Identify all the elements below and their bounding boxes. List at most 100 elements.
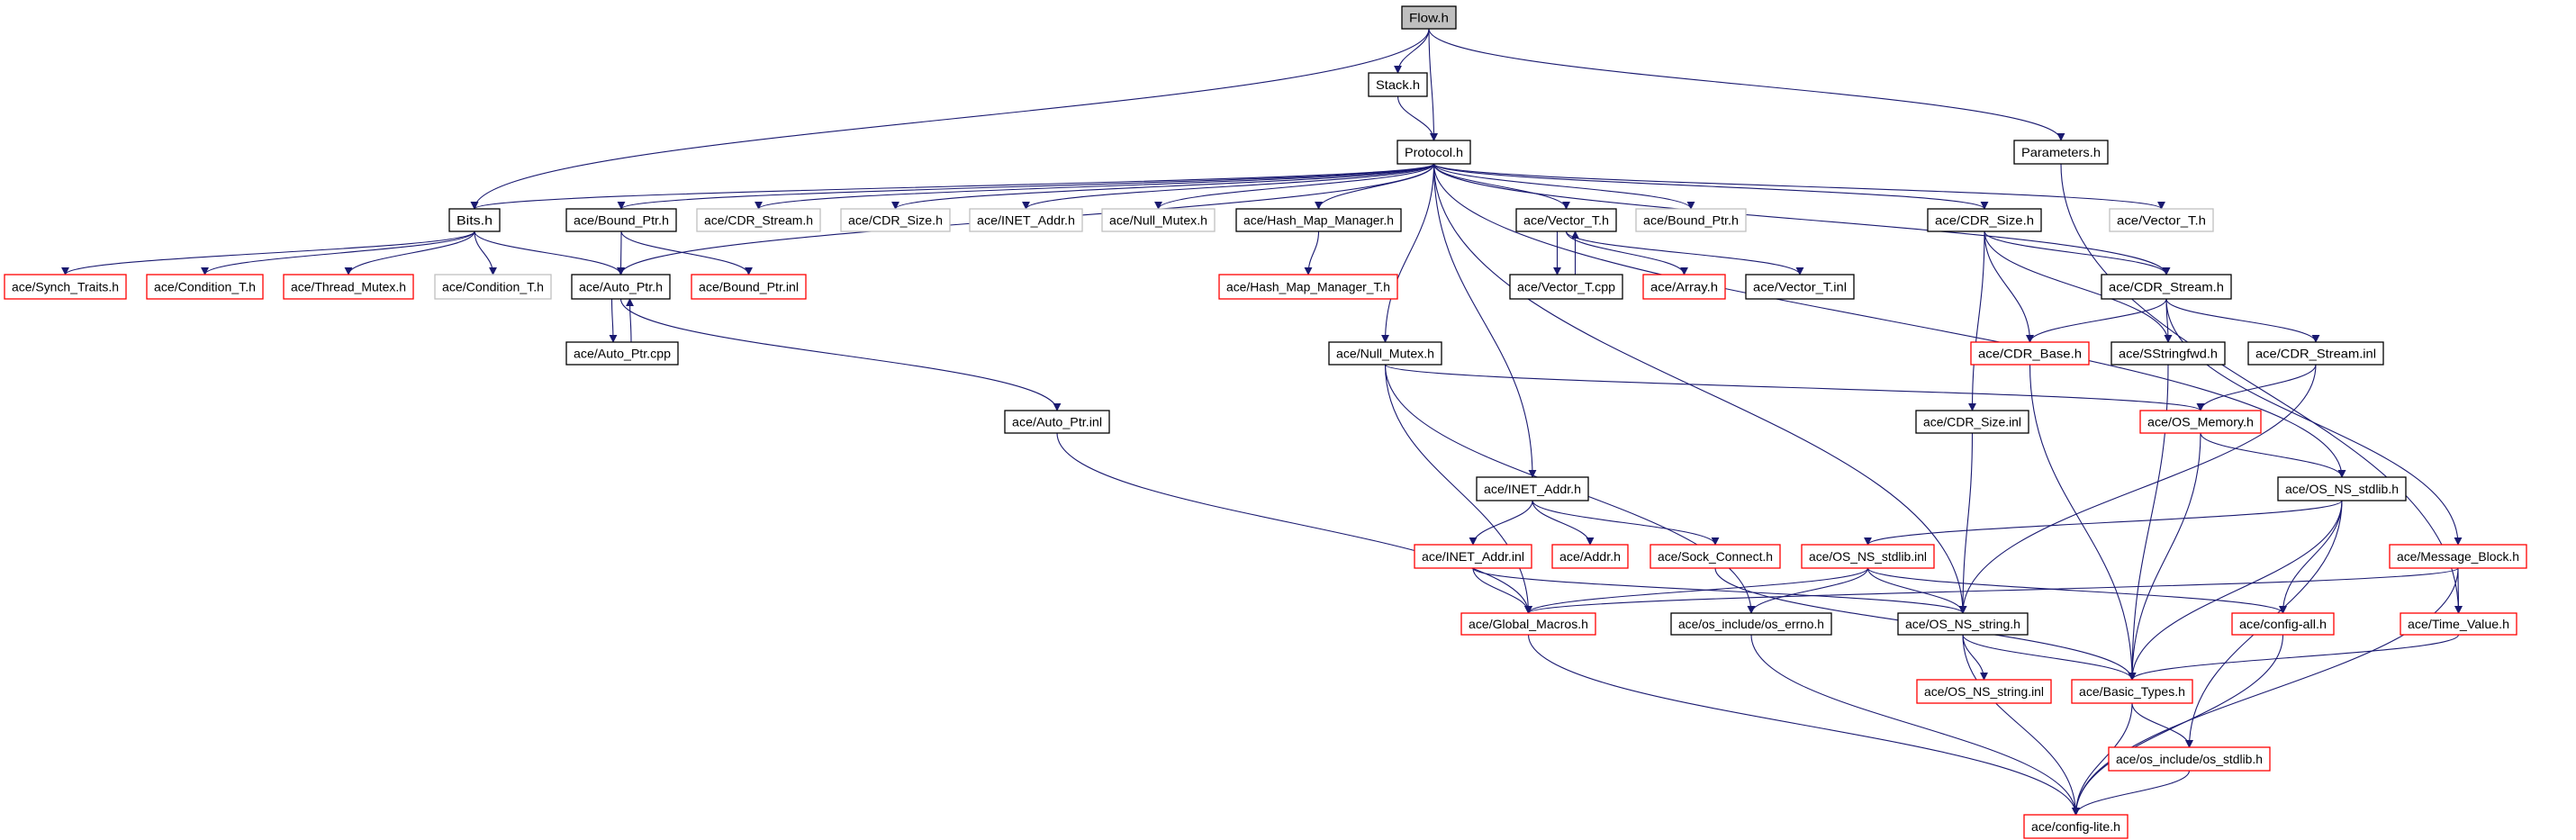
node-bits-h[interactable]: Bits.h: [448, 208, 501, 232]
edge-protocol-to-null_mutex: [1381, 163, 1435, 343]
edge-auto_ptr-to-auto_cpp: [609, 298, 618, 343]
node-box: [2247, 341, 2384, 366]
node-box: [571, 274, 671, 300]
node-ace-global-macros-h[interactable]: ace/Global_Macros.h: [1460, 612, 1596, 636]
node-ace-null-mutex-h-external[interactable]: ace/Null_Mutex.h: [1101, 208, 1216, 232]
node-ace-vector-t-h-external[interactable]: ace/Vector_T.h: [2109, 208, 2214, 232]
edge-hash_map-to-hash_t: [1304, 230, 1320, 275]
node-ace-condition-t-h[interactable]: ace/Condition_T.h: [146, 274, 264, 300]
node-ace-inet-addr-inl[interactable]: ace/INET_Addr.inl: [1414, 544, 1532, 569]
node-ace-os-include-os-errno-h[interactable]: ace/os_include/os_errno.h: [1670, 612, 1832, 636]
node-ace-time-value-h[interactable]: ace/Time_Value.h: [2400, 612, 2517, 636]
node-label: ace/CDR_Stream.h: [2109, 280, 2224, 294]
node-ace-hash-map-manager-h[interactable]: ace/Hash_Map_Manager.h: [1235, 208, 1402, 232]
node-ace-cdr-stream-h-external[interactable]: ace/CDR_Stream.h: [696, 208, 821, 232]
node-ace-sock-connect-h[interactable]: ace/Sock_Connect.h: [1650, 544, 1781, 569]
node-ace-vector-t-h[interactable]: ace/Vector_T.h: [1515, 208, 1617, 232]
node-ace-os-ns-stdlib-inl[interactable]: ace/OS_NS_stdlib.inl: [1801, 544, 1935, 569]
node-ace-condition-t-h-external[interactable]: ace/Condition_T.h: [434, 274, 552, 300]
node-ace-config-lite-h[interactable]: ace/config-lite.h: [2023, 814, 2129, 839]
node-label: Bits.h: [456, 213, 493, 228]
node-label: ace/OS_NS_stdlib.inl: [1809, 549, 1927, 564]
node-ace-inet-addr-h-external[interactable]: ace/INET_Addr.h: [969, 208, 1083, 232]
edge-os_string-to-basic: [1962, 634, 2137, 681]
edge-flow-to-params: [1428, 28, 2065, 141]
edge-time_value-to-basic: [2128, 634, 2460, 681]
node-label: ace/INET_Addr.inl: [1422, 549, 1524, 564]
edge-bound_ptr_h-to-bound_inl: [620, 230, 753, 275]
node-ace-message-block-h[interactable]: ace/Message_Block.h: [2389, 544, 2527, 569]
edge-cdr_size-to-cdr_stream: [1984, 230, 2171, 275]
node-label: ace/Bound_Ptr.h: [574, 213, 669, 228]
edge-cdr_size-to-sstringfwd: [1984, 230, 2173, 343]
node-ace-vector-t-inl[interactable]: ace/Vector_T.inl: [1745, 274, 1855, 300]
node-ace-cdr-size-h[interactable]: ace/CDR_Size.h: [1927, 208, 2042, 232]
node-box: [2013, 140, 2109, 165]
edge-cdr_stream-to-cdr_base: [2026, 298, 2167, 343]
node-ace-config-all-h[interactable]: ace/config-all.h: [2231, 612, 2335, 636]
node-protocol-h[interactable]: Protocol.h: [1396, 140, 1471, 165]
node-ace-auto-ptr-cpp[interactable]: ace/Auto_Ptr.cpp: [565, 341, 679, 366]
node-label: ace/config-all.h: [2239, 617, 2327, 631]
edge-protocol-to-cdr_stream: [1433, 163, 2171, 275]
node-ace-cdr-base-h[interactable]: ace/CDR_Base.h: [1970, 341, 2090, 366]
node-ace-vector-t-cpp[interactable]: ace/Vector_T.cpp: [1509, 274, 1623, 300]
node-ace-os-include-os-stdlib-h[interactable]: ace/os_include/os_stdlib.h: [2108, 746, 2271, 772]
node-ace-auto-ptr-inl[interactable]: ace/Auto_Ptr.inl: [1004, 410, 1110, 434]
node-ace-sstringfwd-h[interactable]: ace/SStringfwd.h: [2111, 341, 2226, 366]
node-ace-auto-ptr-h[interactable]: ace/Auto_Ptr.h: [571, 274, 671, 300]
edge-os_memory-to-os_ns_stdlib: [2200, 432, 2346, 478]
node-ace-os-ns-string-h[interactable]: ace/OS_NS_string.h: [1897, 612, 2029, 636]
node-label: ace/CDR_Base.h: [1978, 347, 2082, 361]
node-label: ace/CDR_Size.h: [1935, 213, 2034, 228]
node-ace-inet-addr-h[interactable]: ace/INET_Addr.h: [1476, 476, 1589, 501]
node-label: ace/Global_Macros.h: [1469, 617, 1588, 631]
edge-cdr_stream_inl-to-os_string: [1958, 364, 2317, 614]
node-ace-bound-ptr-inl[interactable]: ace/Bound_Ptr.inl: [691, 274, 807, 300]
node-label: ace/Vector_T.h: [2117, 213, 2206, 228]
edge-os_ns_stdlib-to-os_stdlib_inl: [1864, 500, 2343, 546]
node-parameters-h[interactable]: Parameters.h: [2013, 140, 2109, 165]
edge-os_memory-to-basic: [2128, 432, 2201, 681]
node-ace-null-mutex-h[interactable]: ace/Null_Mutex.h: [1328, 341, 1442, 366]
node-ace-os-memory-h[interactable]: ace/OS_Memory.h: [2139, 410, 2262, 434]
node-box: [2071, 679, 2193, 704]
node-box: [2139, 410, 2262, 434]
node-label: ace/Synch_Traits.h: [12, 280, 119, 294]
node-stack-h[interactable]: Stack.h: [1368, 72, 1428, 97]
node-ace-cdr-size-h-external[interactable]: ace/CDR_Size.h: [840, 208, 951, 232]
node-ace-array-h[interactable]: ace/Array.h: [1642, 274, 1726, 300]
node-ace-cdr-stream-inl[interactable]: ace/CDR_Stream.inl: [2247, 341, 2384, 366]
node-ace-cdr-stream-h[interactable]: ace/CDR_Stream.h: [2101, 274, 2232, 300]
node-ace-basic-types-h[interactable]: ace/Basic_Types.h: [2071, 679, 2193, 704]
edge-protocol-to-vector_t_g: [1433, 163, 2165, 210]
edge-os_stdlib_inl-to-config_all: [1866, 567, 2287, 614]
node-label: ace/Auto_Ptr.inl: [1012, 415, 1102, 429]
node-ace-cdr-size-inl[interactable]: ace/CDR_Size.inl: [1915, 410, 2029, 434]
edge-cdr_stream_inl-to-os_memory: [2196, 364, 2317, 411]
node-box: [1745, 274, 1855, 300]
node-label: ace/Auto_Ptr.cpp: [574, 347, 671, 361]
node-box: [2111, 341, 2226, 366]
edge-vector_t-to-vector_inl: [1565, 230, 1804, 275]
edge-inet_addr-to-sock: [1532, 500, 1720, 546]
node-ace-addr-h[interactable]: ace/Addr.h: [1551, 544, 1629, 569]
node-ace-os-ns-stdlib-h[interactable]: ace/OS_NS_stdlib.h: [2277, 476, 2407, 501]
edge-protocol-to-hash_map: [1315, 163, 1435, 210]
node-ace-synch-traits-h[interactable]: ace/Synch_Traits.h: [4, 274, 127, 300]
edge-bits-to-synch: [61, 230, 475, 275]
node-label: ace/SStringfwd.h: [2119, 347, 2218, 361]
edge-flow-to-bits: [470, 28, 1430, 210]
node-box: [2231, 612, 2335, 636]
node-box: [2389, 544, 2527, 569]
edge-protocol-to-cdr_size: [1433, 163, 1989, 210]
edge-inet_addr-to-addr: [1532, 500, 1595, 546]
node-ace-os-ns-string-inl[interactable]: ace/OS_NS_string.inl: [1916, 679, 2052, 704]
node-ace-hash-map-manager-t-h[interactable]: ace/Hash_Map_Manager_T.h: [1218, 274, 1398, 300]
node-box: [1004, 410, 1110, 434]
node-label: ace/CDR_Size.inl: [1923, 415, 2021, 429]
node-ace-bound-ptr-h[interactable]: ace/Bound_Ptr.h: [565, 208, 677, 232]
node-ace-bound-ptr-h-external[interactable]: ace/Bound_Ptr.h: [1635, 208, 1747, 232]
node-ace-thread-mutex-h[interactable]: ace/Thread_Mutex.h: [283, 274, 414, 300]
